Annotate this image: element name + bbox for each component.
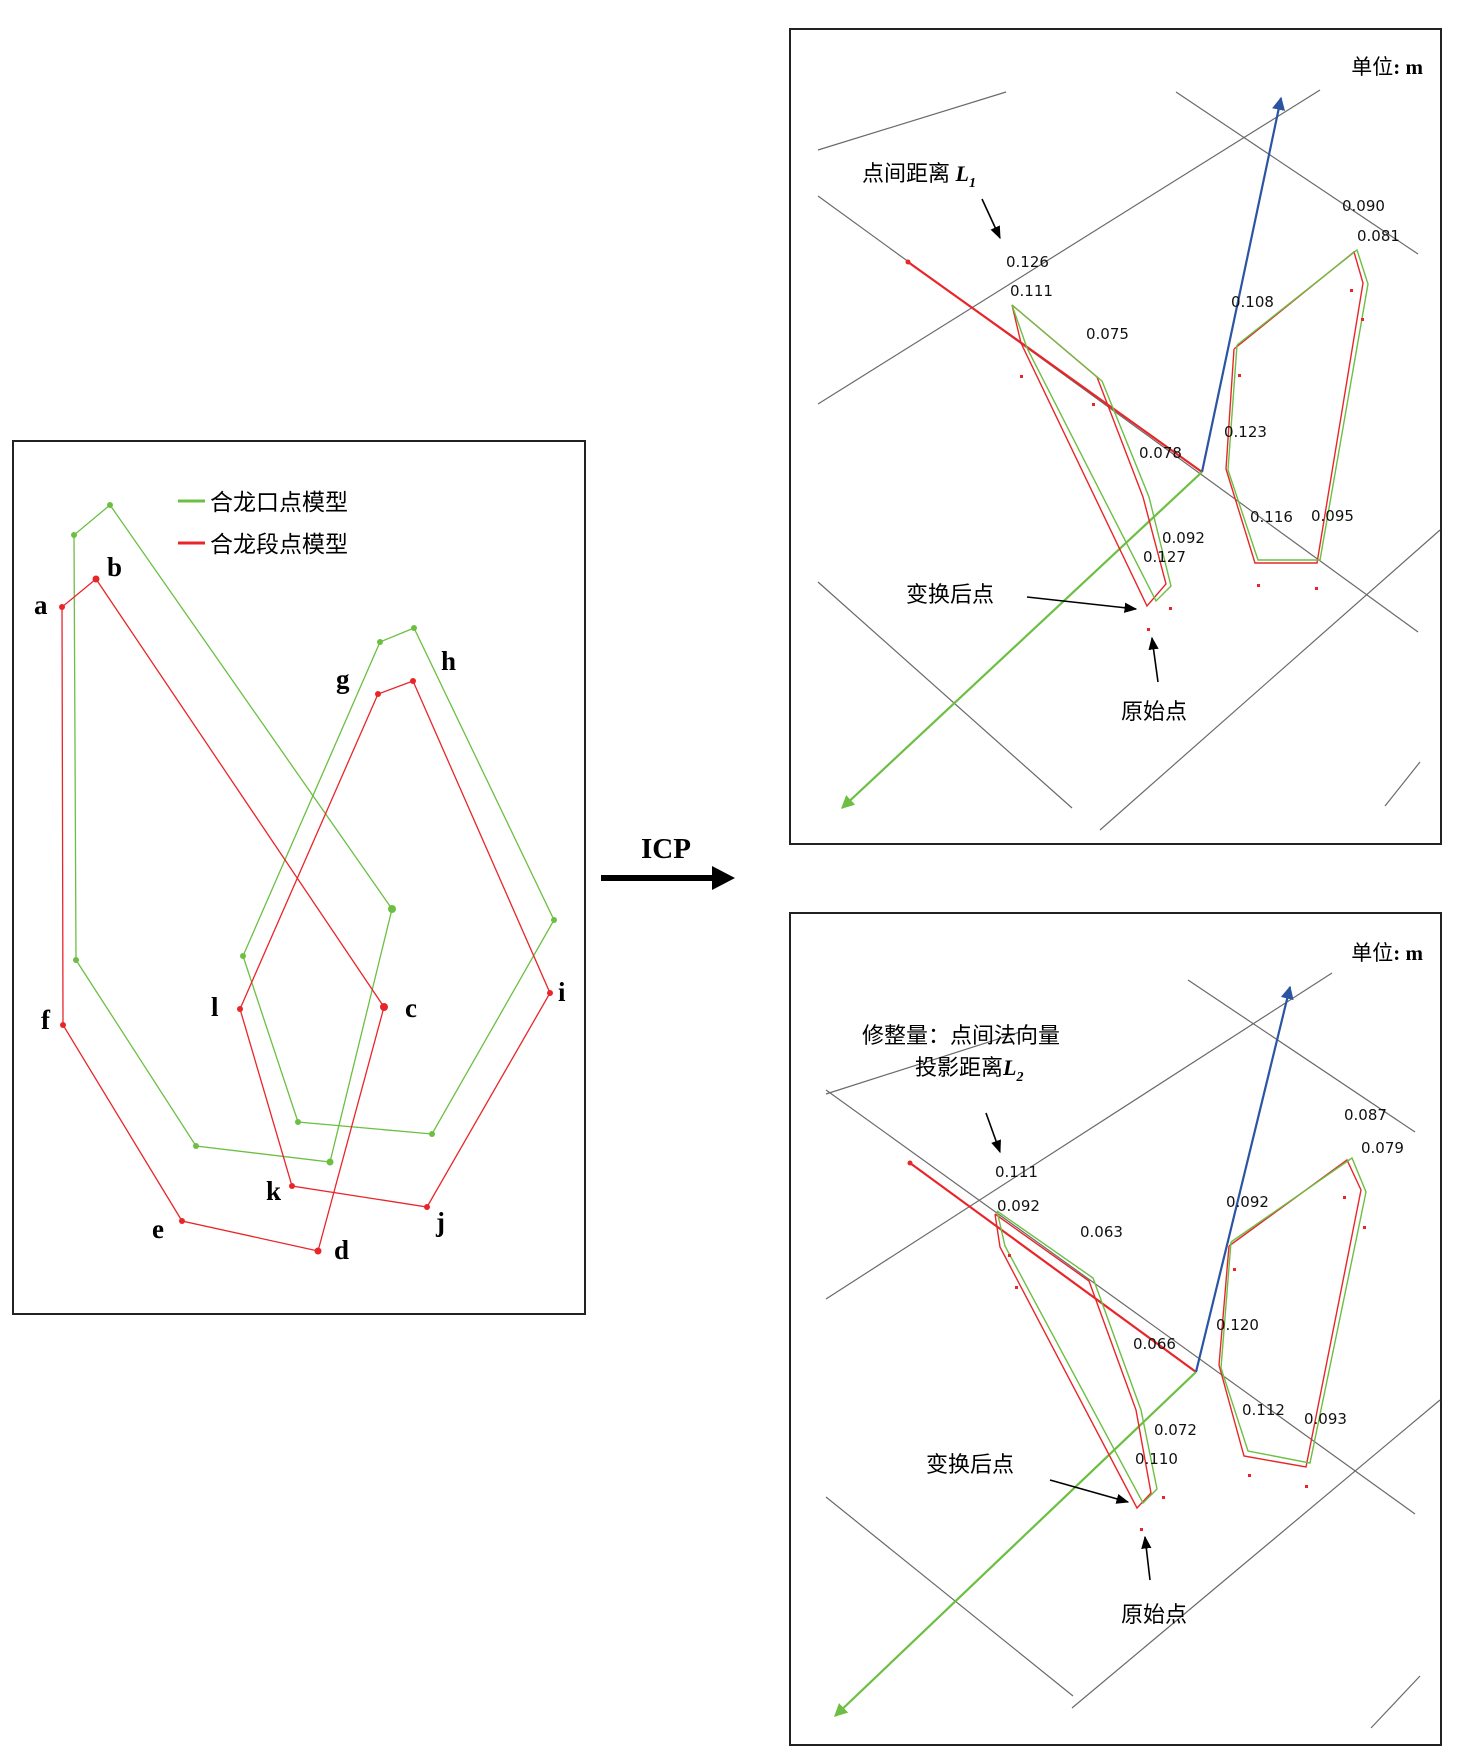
icp-arrow-head — [712, 866, 735, 890]
top-dist-12: 0.081 — [1357, 227, 1400, 245]
bottom-dist-8: 0.120 — [1216, 1316, 1259, 1334]
top-panel: 0.126 0.111 0.075 0.078 0.092 0.127 0.10… — [789, 28, 1442, 845]
point-label-i: i — [558, 977, 566, 1007]
legend-red-label: 合龙段点模型 — [210, 532, 348, 557]
bottom-original-points — [1008, 1196, 1366, 1531]
bottom-axis-x-red — [909, 1162, 1197, 1373]
point-label-j: j — [435, 1207, 445, 1237]
top-caption-arrow — [981, 198, 1001, 240]
top-dist-1: 0.126 — [1006, 253, 1049, 271]
point-label-g: g — [336, 664, 350, 694]
green-vertices — [71, 502, 557, 1166]
top-transformed-arrow — [1026, 596, 1138, 613]
bottom-panel-frame — [789, 912, 1442, 1746]
top-dist-7: 0.108 — [1231, 293, 1274, 311]
red-right-loop — [239, 680, 551, 1208]
top-dist-9: 0.116 — [1250, 508, 1293, 526]
bottom-unit-label: 单位: m — [1351, 941, 1423, 965]
top-dist-5: 0.092 — [1162, 529, 1205, 547]
green-right-loop — [242, 627, 555, 1135]
bottom-dist-2: 0.092 — [997, 1197, 1040, 1215]
top-dist-4: 0.078 — [1139, 444, 1182, 462]
bottom-caption-arrow — [985, 1112, 1001, 1154]
bottom-dist-3: 0.063 — [1080, 1223, 1123, 1241]
icp-transform-arrow: ICP — [601, 833, 735, 890]
top-axis-x-red — [907, 261, 1203, 473]
point-label-c: c — [405, 993, 417, 1023]
bottom-dist-9: 0.112 — [1242, 1401, 1285, 1419]
bottom-caption-line1: 修整量：点间法向量 — [862, 1023, 1060, 1048]
top-caption: 点间距离 L1 — [862, 161, 976, 191]
point-label-e: e — [152, 1214, 164, 1244]
red-model — [61, 578, 551, 1252]
bottom-dist-11: 0.087 — [1344, 1106, 1387, 1124]
bottom-transformed-label: 变换后点 — [926, 1452, 1014, 1477]
top-panel-frame — [789, 28, 1442, 845]
bottom-dist-7: 0.092 — [1226, 1193, 1269, 1211]
left-panel-frame — [12, 440, 586, 1315]
top-axis-z-blue — [1200, 96, 1286, 473]
bottom-dist-5: 0.072 — [1154, 1421, 1197, 1439]
point-label-a: a — [34, 590, 48, 620]
top-dist-8: 0.123 — [1224, 423, 1267, 441]
bottom-original-label: 原始点 — [1121, 1602, 1187, 1627]
icp-label: ICP — [641, 833, 691, 865]
top-dist-6: 0.127 — [1143, 548, 1186, 566]
point-label-b: b — [107, 552, 122, 582]
bottom-panel: 0.111 0.092 0.063 0.066 0.072 0.110 0.09… — [789, 912, 1442, 1746]
green-left-loop — [73, 504, 393, 1163]
bottom-caption-line2: 投影距离L2 — [915, 1055, 1023, 1085]
bottom-dist-6: 0.110 — [1135, 1450, 1178, 1468]
top-dist-11: 0.090 — [1342, 197, 1385, 215]
top-unit-label: 单位: m — [1351, 55, 1423, 79]
point-labels: a b c d e f g h i j k l — [34, 552, 566, 1265]
top-transformed-label: 变换后点 — [906, 582, 994, 607]
bottom-dist-1: 0.111 — [995, 1163, 1038, 1181]
top-dist-2: 0.111 — [1010, 282, 1053, 300]
point-label-h: h — [441, 646, 456, 676]
point-label-d: d — [334, 1235, 349, 1265]
bottom-original-arrow — [1141, 1535, 1152, 1581]
top-axis-y-green — [841, 471, 1203, 809]
legend: 合龙口点模型 合龙段点模型 — [178, 490, 348, 557]
bottom-axis-y-green — [834, 1371, 1197, 1717]
red-vertices — [59, 575, 553, 1255]
top-original-label: 原始点 — [1121, 699, 1187, 724]
bottom-dist-10: 0.093 — [1304, 1410, 1347, 1428]
top-original-arrow — [1148, 636, 1159, 683]
left-panel: 合龙口点模型 合龙段点模型 a b — [12, 440, 586, 1315]
bottom-shapes — [994, 1156, 1367, 1510]
bottom-dist-12: 0.079 — [1361, 1139, 1404, 1157]
point-label-l: l — [211, 992, 219, 1022]
bottom-distance-labels: 0.111 0.092 0.063 0.066 0.072 0.110 0.09… — [995, 1106, 1404, 1468]
bottom-dist-4: 0.066 — [1133, 1335, 1176, 1353]
bottom-transformed-arrow — [1049, 1479, 1130, 1504]
legend-green-label: 合龙口点模型 — [210, 490, 348, 515]
top-distance-labels: 0.126 0.111 0.075 0.078 0.092 0.127 0.10… — [1006, 197, 1400, 566]
top-dist-10: 0.095 — [1311, 507, 1354, 525]
green-model — [73, 504, 555, 1163]
bottom-axis-z-blue — [1194, 985, 1294, 1373]
top-original-points — [1020, 289, 1364, 631]
point-label-f: f — [41, 1005, 51, 1035]
bottom-grid — [825, 972, 1441, 1729]
point-label-k: k — [266, 1176, 281, 1206]
top-shapes — [1011, 248, 1369, 608]
top-dist-3: 0.075 — [1086, 325, 1129, 343]
